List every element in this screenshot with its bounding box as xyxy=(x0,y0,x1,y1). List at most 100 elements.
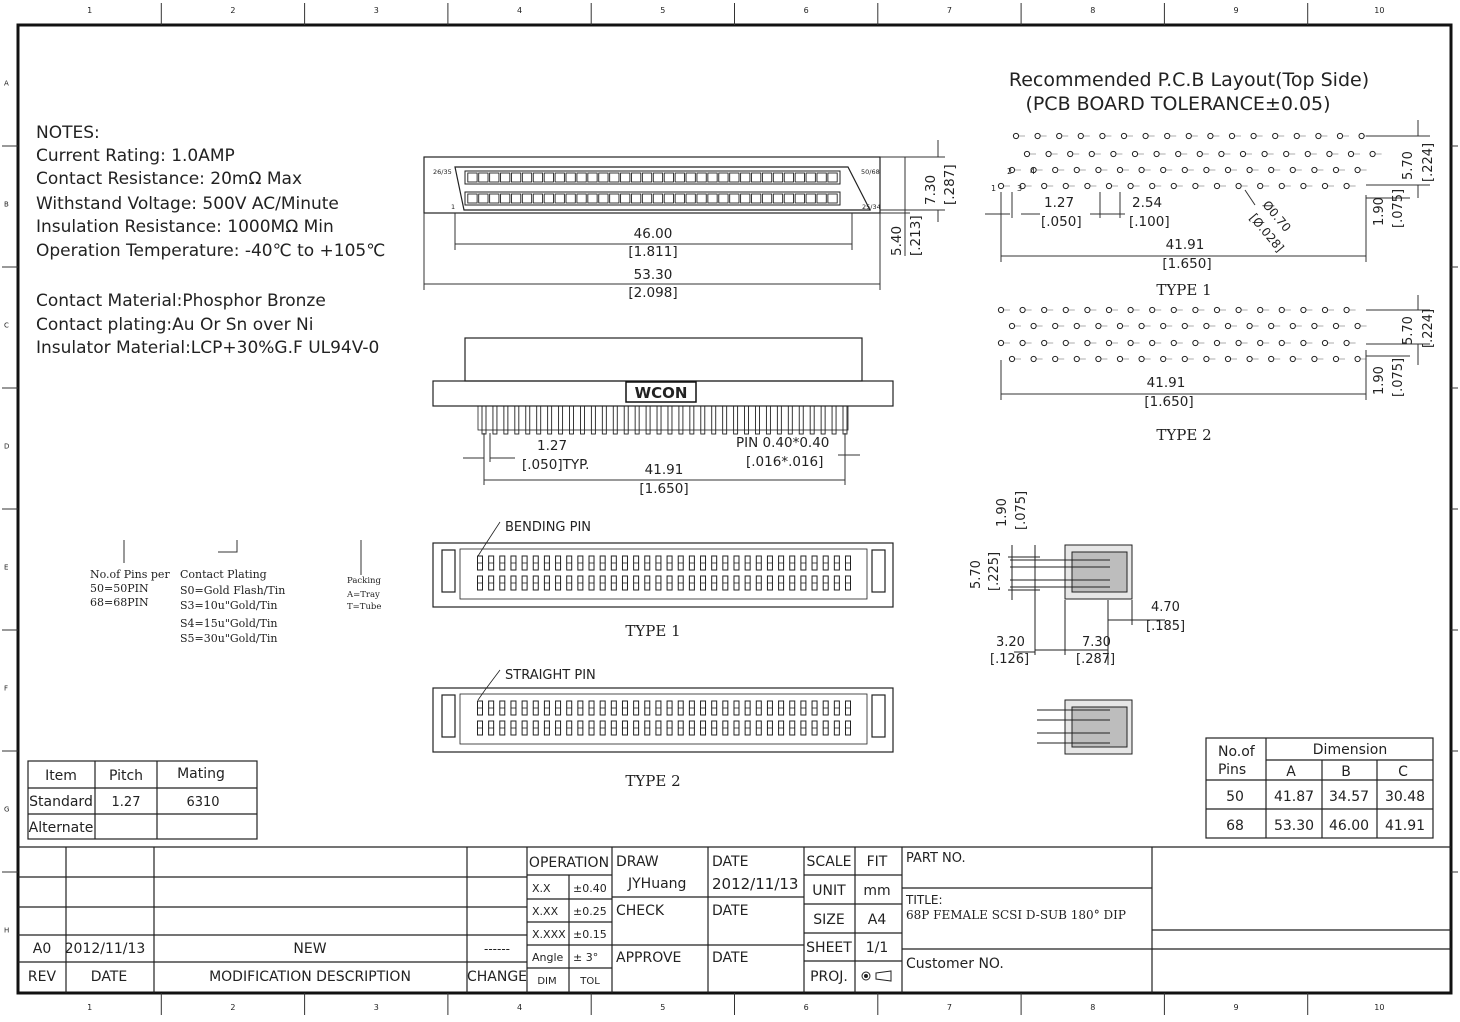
pcb-hole xyxy=(1120,132,1128,140)
contact-cell xyxy=(631,193,642,204)
dim-value: 53.30 xyxy=(634,267,673,283)
date-label: DATE xyxy=(712,950,748,966)
pcb-hole xyxy=(1192,339,1199,347)
unit-label: UNIT xyxy=(812,883,846,899)
draw-label: DRAW xyxy=(616,854,659,870)
solder-pin xyxy=(612,405,618,435)
contact-cell xyxy=(467,193,478,204)
pin-number: 2 xyxy=(1007,167,1012,176)
side-view-pins xyxy=(481,405,848,435)
pcb-hole xyxy=(1127,306,1134,314)
dim-value-inch: [.213] xyxy=(908,215,924,256)
change-header: CHANGE xyxy=(467,969,527,985)
unit-value: mm xyxy=(863,883,890,899)
contact-cell xyxy=(598,193,609,204)
dim-value: 5.70 xyxy=(1401,151,1416,180)
contact-cell xyxy=(696,172,707,183)
front-view-dimensions xyxy=(423,140,945,290)
dim-value: 46.00 xyxy=(634,226,673,242)
pcb-hole xyxy=(1052,166,1059,174)
contact-cell xyxy=(816,193,827,204)
solder-pin xyxy=(689,405,695,435)
contact-cell xyxy=(565,172,576,183)
solder-pin xyxy=(569,405,574,435)
pcb-hole xyxy=(1278,339,1285,347)
pcb-hole xyxy=(1073,355,1080,363)
pcb-hole xyxy=(1077,132,1084,140)
pcb-hole xyxy=(1311,355,1318,363)
contact-cell xyxy=(707,172,718,183)
contact-cell xyxy=(740,193,751,204)
proj-label: PROJ. xyxy=(810,969,848,985)
pcb-hole xyxy=(1067,150,1074,158)
zone-row-label: A xyxy=(4,80,9,88)
solder-pin xyxy=(798,405,804,435)
pin-number: 1 xyxy=(991,184,996,193)
tol-key: X.XX xyxy=(532,905,559,918)
solder-pin xyxy=(645,405,651,435)
zone-col-label: 7 xyxy=(947,6,952,15)
pcb-hole xyxy=(1138,166,1145,174)
projection-symbol-icon xyxy=(861,970,892,982)
pcb-hole xyxy=(1289,322,1296,330)
solder-pin xyxy=(831,405,837,435)
zone-col-label: 1 xyxy=(87,6,92,15)
dim-value: 1.27 xyxy=(1044,195,1074,211)
pcb-hole xyxy=(1196,150,1203,158)
zone-row-label: D xyxy=(4,443,9,451)
dim-value: 5.40 xyxy=(889,226,905,256)
pcb-hole xyxy=(1149,306,1156,314)
front-view-pins xyxy=(467,172,838,204)
pcb-hole xyxy=(1315,132,1322,140)
pcb-hole xyxy=(1073,322,1080,330)
type2-label: TYPE 2 xyxy=(625,772,680,790)
customer-no-label: Customer NO. xyxy=(906,956,1004,972)
pin-label: 1 xyxy=(451,203,455,211)
solder-pin xyxy=(601,405,607,435)
zone-col-label: 3 xyxy=(374,6,379,15)
pcb-hole xyxy=(1332,166,1340,174)
solder-pin xyxy=(820,405,826,435)
contact-cell xyxy=(794,193,805,204)
contact-cell xyxy=(663,172,674,183)
packing-option: A=Tray xyxy=(346,590,380,600)
pcb-hole xyxy=(1149,339,1156,347)
pcb-hole xyxy=(1160,166,1167,174)
pcb-type1-label: TYPE 1 xyxy=(1156,281,1211,299)
pin-number: 4 xyxy=(1030,167,1035,176)
pcb-hole xyxy=(1203,355,1210,363)
zone-col-label: 4 xyxy=(517,1003,522,1012)
table-cell: 6310 xyxy=(186,795,219,810)
pcb-type2-label: TYPE 2 xyxy=(1156,426,1211,444)
zone-col-label: 3 xyxy=(374,1003,379,1012)
pcb-hole xyxy=(1321,182,1329,190)
pcb-hole xyxy=(1347,150,1355,158)
pcb-hole xyxy=(997,306,1005,314)
contact-cell xyxy=(532,172,544,183)
pcb-hole xyxy=(1283,150,1290,158)
tol-value: ± 3° xyxy=(573,951,598,964)
dim-value-inch: [.287] xyxy=(1076,652,1115,667)
pcb-hole xyxy=(1311,166,1318,174)
pcb-hole xyxy=(1246,322,1253,330)
table-header: A xyxy=(1286,764,1296,780)
pcb-hole xyxy=(1170,182,1177,190)
pcb-hole xyxy=(1008,355,1016,363)
pcb-hole xyxy=(1041,182,1048,190)
pcb-hole xyxy=(1343,182,1350,190)
side-view-dimensions xyxy=(463,433,860,485)
sheet-label: SHEET xyxy=(806,940,852,956)
contact-cell xyxy=(500,193,511,204)
table-cell: 50 xyxy=(1226,789,1244,805)
pcb-hole xyxy=(1105,339,1113,347)
contact-cell xyxy=(685,193,696,204)
plating-option: S4=15u"Gold/Tin xyxy=(180,617,278,630)
pcb-hole xyxy=(1062,182,1069,190)
pcb-hole xyxy=(1073,166,1080,174)
solder-pin xyxy=(678,405,684,435)
contact-cell xyxy=(543,193,554,204)
size-label: SIZE xyxy=(813,912,844,928)
pcb-hole xyxy=(1332,355,1340,363)
pcb-hole xyxy=(1246,355,1253,363)
date-label: DATE xyxy=(712,854,748,870)
